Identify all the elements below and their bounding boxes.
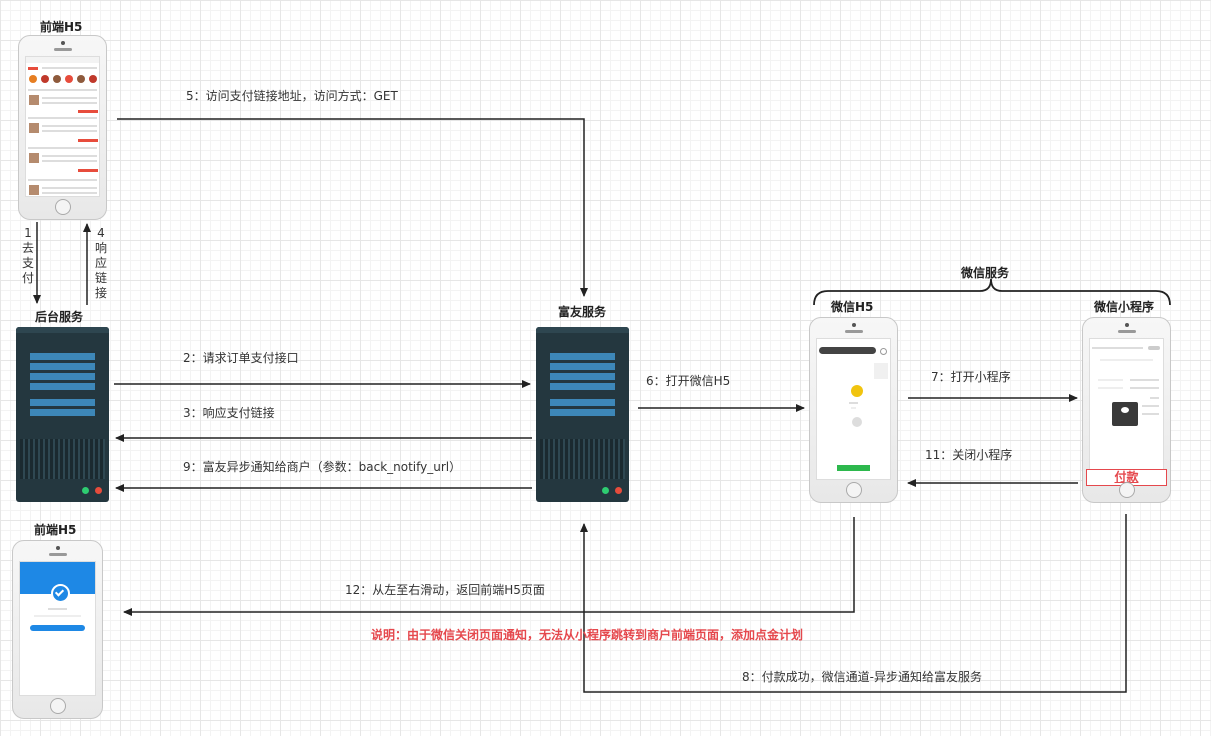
wechat-h5-phone xyxy=(809,317,898,503)
edge-3-label: 3：响应支付链接 xyxy=(183,406,275,420)
speaker xyxy=(48,553,67,556)
home-button xyxy=(49,698,66,714)
phone-screen xyxy=(25,56,100,197)
camera xyxy=(1124,323,1129,327)
phone-screen xyxy=(1089,338,1164,480)
camera xyxy=(55,546,60,550)
phone-screen xyxy=(19,561,96,696)
edge-12 xyxy=(123,517,855,616)
status-led-red xyxy=(615,487,622,494)
wechat-group-title: 微信服务 xyxy=(961,266,1010,280)
home-button xyxy=(845,482,862,498)
phone-screen xyxy=(816,338,891,480)
backend-server xyxy=(16,327,109,502)
edge-9-label: 9：富友异步通知给商户（参数：back_notify_url） xyxy=(183,460,462,474)
status-led-green xyxy=(602,487,609,494)
fuyou-title: 富友服务 xyxy=(558,305,607,319)
explanation-note: 说明：由于微信关闭页面通知，无法从小程序跳转到商户前端页面，添加点金计划 xyxy=(371,628,804,642)
wechat-mini-title: 微信小程序 xyxy=(1094,300,1155,314)
edge-5 xyxy=(117,118,588,297)
wechat-brace xyxy=(813,278,1171,306)
home-button xyxy=(1118,482,1135,498)
edge-8 xyxy=(580,514,1127,693)
edge-12-label: 12：从左至右滑动，返回前端H5页面 xyxy=(345,583,545,597)
edge-2-label: 2：请求订单支付接口 xyxy=(183,351,299,365)
frontend-h5-bottom-phone xyxy=(12,540,103,719)
edge-11-label: 11：关闭小程序 xyxy=(925,448,1013,462)
edge-5-label: 5：访问支付链接地址，访问方式：GET xyxy=(186,89,398,103)
frontend-h5-top-phone xyxy=(18,35,107,220)
speaker xyxy=(1117,330,1136,333)
frontend-top-title: 前端H5 xyxy=(40,20,83,34)
wechat-mini-phone: 付款 xyxy=(1082,317,1171,503)
speaker xyxy=(844,330,863,333)
camera xyxy=(851,323,856,327)
status-led-red xyxy=(95,487,102,494)
edge-6-label: 6：打开微信H5 xyxy=(646,374,731,388)
frontend-bottom-title: 前端H5 xyxy=(34,523,77,537)
edge-7-label: 7：打开小程序 xyxy=(931,370,1011,384)
speaker xyxy=(53,48,72,51)
backend-title: 后台服务 xyxy=(35,310,84,324)
edge-8-label: 8：付款成功，微信通道-异步通知给富友服务 xyxy=(742,670,982,684)
status-led-green xyxy=(82,487,89,494)
camera xyxy=(60,41,65,45)
wechat-h5-title: 微信H5 xyxy=(831,300,874,314)
home-button xyxy=(54,199,71,215)
fuyou-server xyxy=(536,327,629,502)
pay-button[interactable]: 付款 xyxy=(1086,469,1167,486)
